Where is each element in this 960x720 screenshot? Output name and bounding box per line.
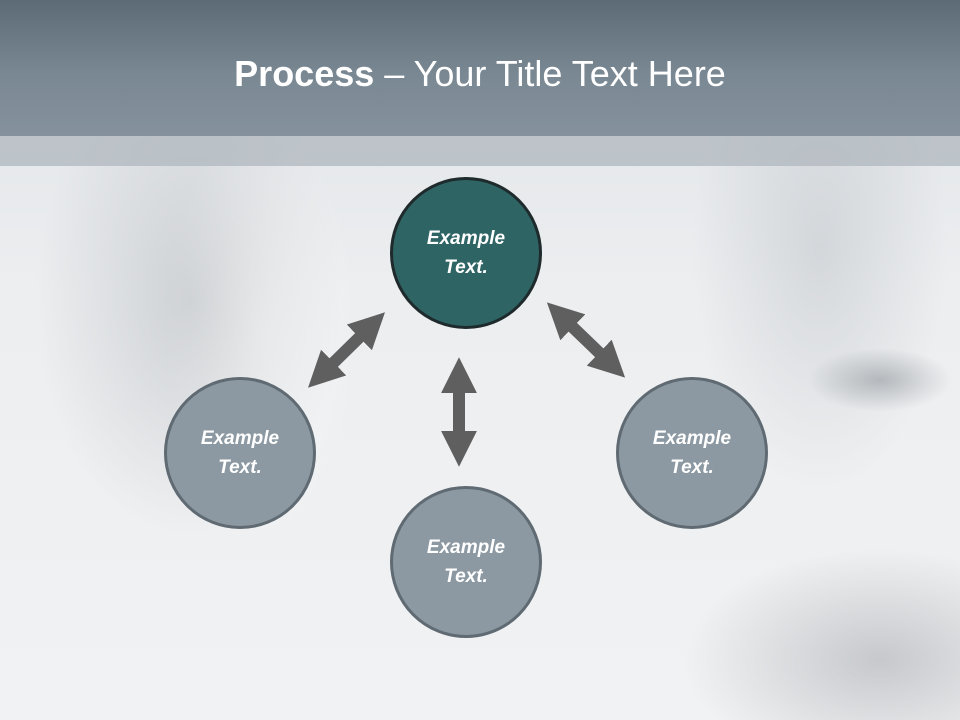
arrow-top-left [308,312,385,388]
slide-title: Process – Your Title Text Here [0,52,960,96]
node-top-line2: Text. [444,257,488,278]
node-left: Example Text. [164,377,316,529]
node-bottom-line1: Example [426,537,506,558]
title-rest: – Your Title Text Here [374,53,726,94]
node-top: Example Text. [390,177,542,329]
node-right: Example Text. [616,377,768,529]
arrow-top-right [546,302,626,378]
title-bold: Process [234,53,375,94]
node-right-line2: Text. [670,457,714,478]
node-left-line1: Example [200,428,280,449]
node-top-line1: Example [426,228,506,249]
node-right-line1: Example [652,428,732,449]
node-bottom-line2: Text. [444,566,488,587]
node-left-line2: Text. [218,457,262,478]
title-bar [0,0,960,136]
title-bar-strip [0,136,960,166]
node-bottom: Example Text. [390,486,542,638]
